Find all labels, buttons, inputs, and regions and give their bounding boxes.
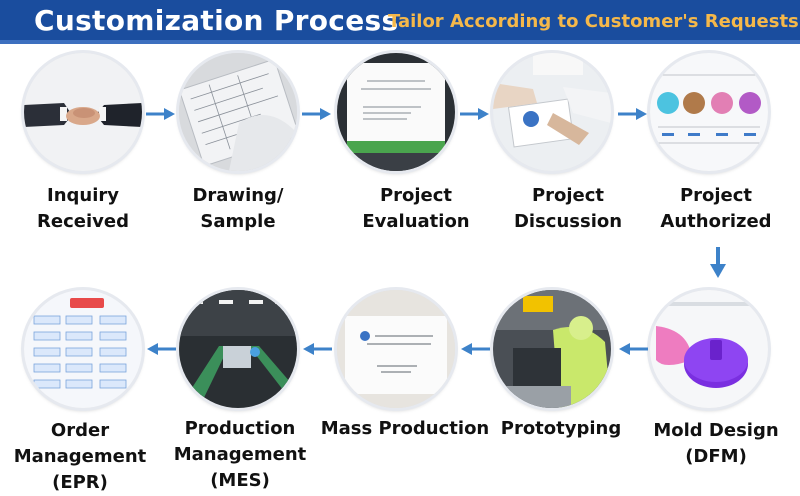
mass-production-image: [337, 290, 455, 408]
arrow-right-icon: [618, 106, 648, 122]
discussion-image: [493, 53, 611, 171]
arrow-down-icon: [709, 247, 727, 279]
page-title: Customization Process: [34, 4, 398, 37]
handshake-image: [24, 53, 142, 171]
step-label-mass-production: Mass Production: [315, 416, 495, 442]
page-subtitle: Tailor According to Customer's Requests: [388, 11, 799, 32]
arrow-right-icon: [460, 106, 490, 122]
arrow-right-icon: [146, 106, 176, 122]
factory-floor-image: [179, 290, 297, 408]
prototyping-image: [493, 290, 611, 408]
order-management-image: [24, 290, 142, 408]
arrow-left-icon: [460, 341, 490, 357]
arrow-left-icon: [618, 341, 648, 357]
arrow-right-icon: [302, 106, 332, 122]
step-label-drawing-sample: Drawing/Sample: [158, 183, 318, 235]
mold-design-image: [650, 290, 768, 408]
step-label-prototyping: Prototyping: [481, 416, 641, 442]
drawings-image: [179, 53, 297, 171]
evaluation-image: [337, 53, 455, 171]
header-rule: [0, 40, 800, 44]
authorized-image: [650, 53, 768, 171]
arrow-left-icon: [302, 341, 332, 357]
step-label-mold-design: Mold Design(DFM): [636, 418, 796, 470]
arrow-left-icon: [146, 341, 176, 357]
